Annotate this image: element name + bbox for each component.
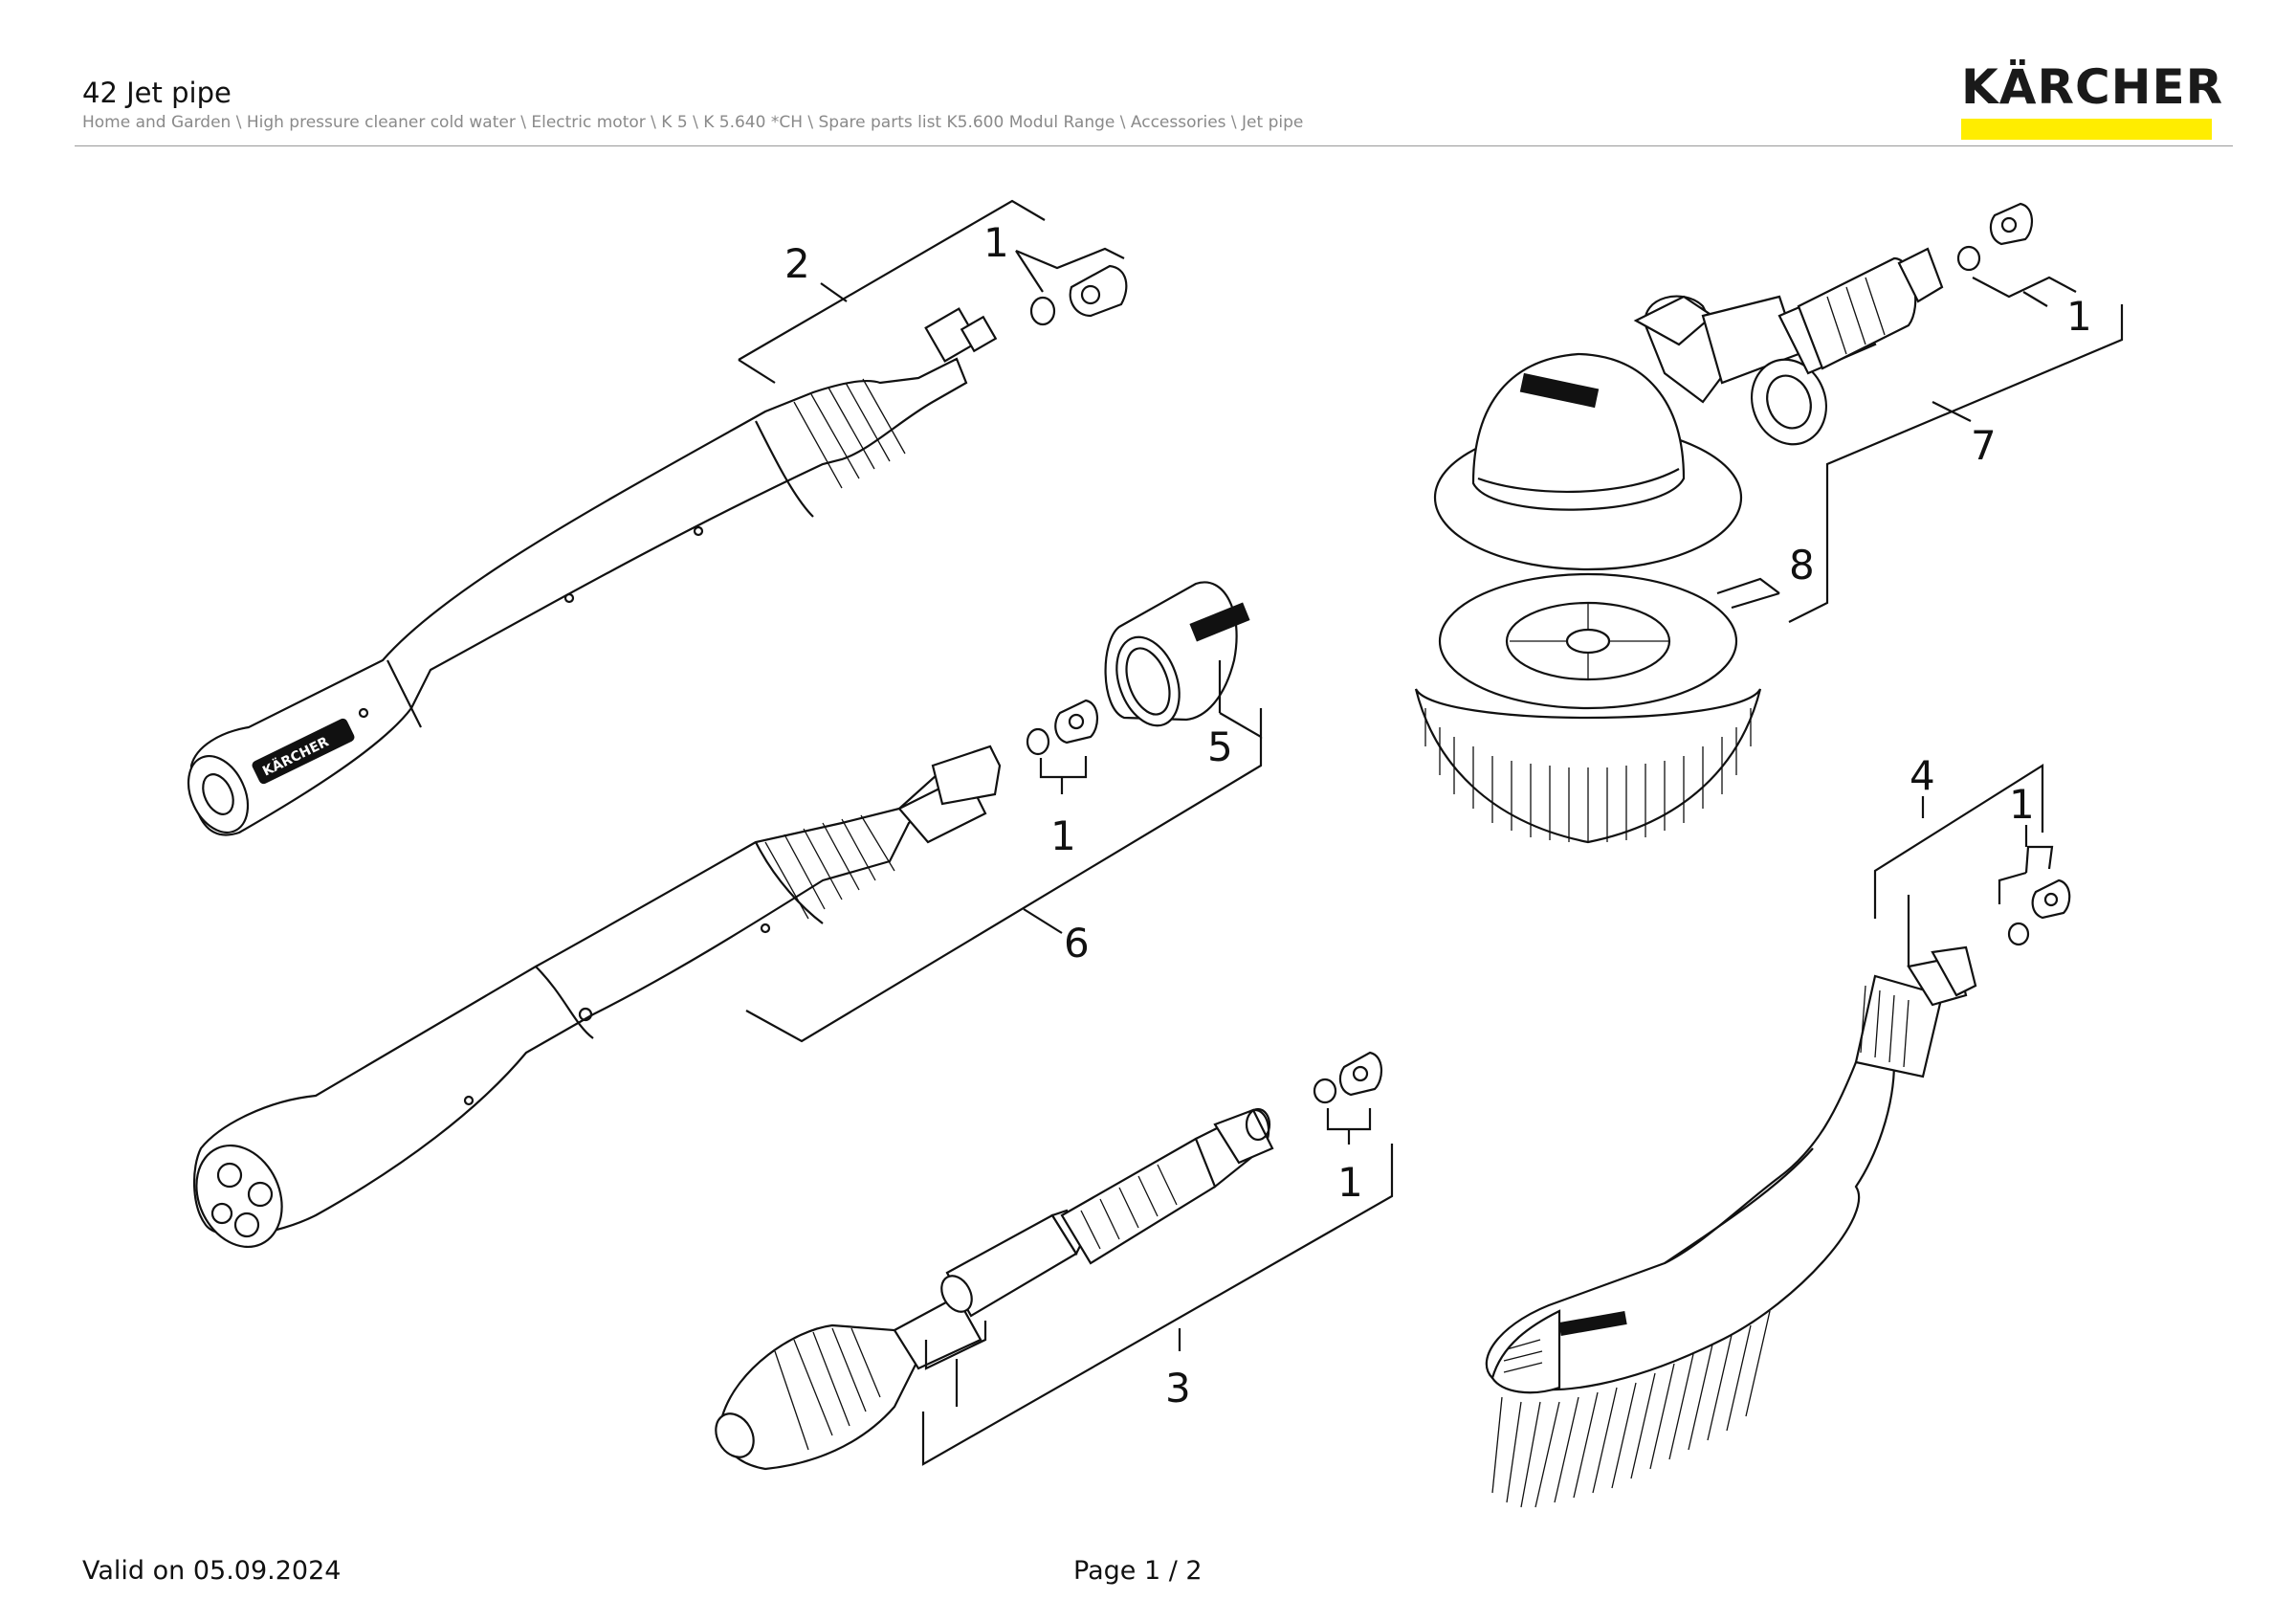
logo-wordmark: KÄRCHER: [1961, 59, 2224, 115]
logo-accent-bar: [1961, 119, 2212, 140]
part-7-rotating-brush: 1 7 8: [1414, 202, 2124, 844]
callout-1e: 1: [2009, 781, 2035, 828]
callout-7: 7: [1971, 422, 1997, 469]
callout-4: 4: [1910, 752, 1935, 799]
callout-5: 5: [1207, 723, 1233, 770]
callout-2: 2: [784, 240, 810, 287]
part-2-jet-pipe: KÄRCHER 2 1: [187, 199, 1128, 836]
page-number: Page 1 / 2: [1073, 1556, 1203, 1586]
page-title: 42 Jet pipe: [82, 77, 232, 109]
kaercher-logo: KÄRCHER: [1961, 59, 2224, 140]
valid-on-date: Valid on 05.09.2024: [82, 1556, 342, 1586]
breadcrumb: Home and Garden \ High pressure cleaner …: [82, 113, 1304, 132]
part-6-multi-jet-pipe: 1 6: [193, 699, 1263, 1249]
callout-1d: 1: [2066, 293, 2092, 340]
callout-1c: 1: [1337, 1159, 1363, 1206]
callout-1: 1: [983, 219, 1009, 266]
part-5-nozzle-cap: 5: [1104, 581, 1263, 770]
part-3-rotor-nozzle: 1 3: [715, 1051, 1394, 1471]
callout-8: 8: [1789, 542, 1815, 589]
callout-1b: 1: [1050, 812, 1076, 859]
part-4-wash-brush: 1 4: [1485, 752, 2071, 1508]
header-divider: [75, 145, 2233, 146]
callout-6: 6: [1064, 920, 1090, 967]
callout-3: 3: [1165, 1365, 1191, 1412]
